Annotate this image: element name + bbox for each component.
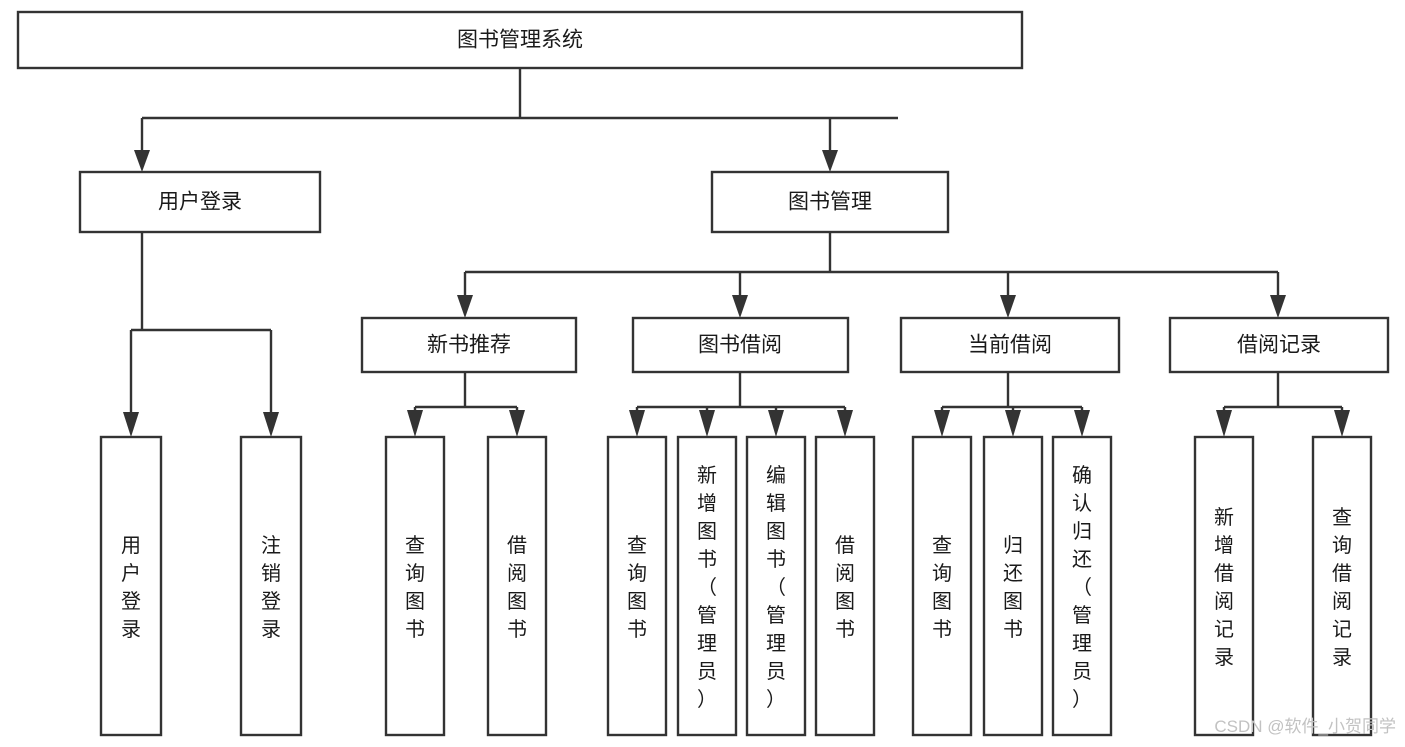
node-leaf-user-login-label: 用户登录	[121, 535, 141, 641]
node-leaf-confirm-return-label: 确认归还（管理员）	[1072, 464, 1092, 711]
arrowhead-leaf-return-book	[1005, 410, 1021, 437]
node-leaf-add-record-label: 新增借阅记录	[1214, 506, 1234, 669]
node-book-borrow[interactable]: 图书借阅	[631, 316, 850, 374]
node-borrow-record-label: 借阅记录	[1237, 334, 1321, 357]
node-leaf-confirm-return[interactable]: 确认归还（管理员）	[1051, 435, 1113, 737]
node-leaf-add-book[interactable]: 新增图书（管理员）	[676, 435, 738, 737]
node-book-borrow-label: 图书借阅	[698, 334, 782, 357]
node-leaf-user-login[interactable]: 用户登录	[99, 435, 163, 737]
node-new-book-rec[interactable]: 新书推荐	[360, 316, 578, 374]
node-book-manage-box[interactable]	[710, 170, 950, 234]
node-leaf-borrow-book-1[interactable]: 借阅图书	[486, 435, 548, 737]
node-leaf-query-book-2[interactable]: 查询图书	[606, 435, 668, 737]
node-leaf-return-book-box[interactable]	[982, 435, 1044, 737]
arrowhead-leaf-borrow-book-1	[509, 410, 525, 437]
arrowhead-new-book-rec	[457, 295, 473, 318]
node-leaf-query-book-3-label: 查询图书	[932, 534, 952, 641]
node-leaf-add-book-box[interactable]	[676, 435, 738, 737]
node-current-borrow-box[interactable]	[899, 316, 1121, 374]
node-leaf-edit-book-label: 编辑图书（管理员）	[766, 464, 786, 711]
arrowhead-leaf-user-login	[123, 412, 139, 437]
node-leaf-query-book-3-box[interactable]	[911, 435, 973, 737]
node-user-login[interactable]: 用户登录	[78, 170, 322, 234]
node-leaf-query-book-1-label: 查询图书	[405, 534, 425, 641]
arrowhead-current-borrow	[1000, 295, 1016, 318]
connector-layer	[123, 68, 1350, 437]
arrowhead-leaf-add-book	[699, 410, 715, 437]
node-leaf-borrow-book-1-box[interactable]	[486, 435, 548, 737]
node-leaf-borrow-book-2-box[interactable]	[814, 435, 876, 737]
arrowhead-book-borrow	[732, 295, 748, 318]
node-leaf-return-book[interactable]: 归还图书	[982, 435, 1044, 737]
node-leaf-edit-book[interactable]: 编辑图书（管理员）	[745, 435, 807, 737]
arrowhead-leaf-confirm-return	[1074, 410, 1090, 437]
arrowhead-leaf-query-book-3	[934, 410, 950, 437]
node-leaf-query-book-2-label: 查询图书	[627, 534, 647, 641]
node-book-manage-label: 图书管理	[788, 191, 872, 214]
node-leaf-query-book-2-box[interactable]	[606, 435, 668, 737]
node-leaf-logout-label: 注销登录	[261, 534, 281, 641]
csdn-watermark: CSDN @软件_小贺同学	[1214, 717, 1396, 736]
node-user-login-box[interactable]	[78, 170, 322, 234]
node-new-book-rec-box[interactable]	[360, 316, 578, 374]
node-current-borrow-label: 当前借阅	[968, 334, 1052, 357]
node-book-manage[interactable]: 图书管理	[710, 170, 950, 234]
node-leaf-query-record[interactable]: 查询借阅记录	[1311, 435, 1373, 737]
node-user-login-label: 用户登录	[158, 191, 242, 214]
node-leaf-return-book-label: 归还图书	[1003, 534, 1023, 641]
arrowhead-leaf-query-book-2	[629, 410, 645, 437]
arrowhead-book-manage	[822, 150, 838, 172]
node-leaf-confirm-return-box[interactable]	[1051, 435, 1113, 737]
node-new-book-rec-label: 新书推荐	[427, 334, 511, 357]
node-borrow-record-box[interactable]	[1168, 316, 1390, 374]
node-leaf-edit-book-box[interactable]	[745, 435, 807, 737]
node-leaf-query-book-1-box[interactable]	[384, 435, 446, 737]
node-current-borrow[interactable]: 当前借阅	[899, 316, 1121, 374]
arrowhead-user-login	[134, 150, 150, 172]
node-borrow-record[interactable]: 借阅记录	[1168, 316, 1390, 374]
node-leaf-query-record-label: 查询借阅记录	[1332, 506, 1352, 669]
node-book-borrow-box[interactable]	[631, 316, 850, 374]
node-leaf-query-record-box[interactable]	[1311, 435, 1373, 737]
node-root[interactable]: 图书管理系统	[16, 10, 1024, 70]
node-leaf-add-record[interactable]: 新增借阅记录	[1193, 435, 1255, 737]
node-leaf-logout-box[interactable]	[239, 435, 303, 737]
node-root-box[interactable]	[16, 10, 1024, 70]
arrowhead-leaf-edit-book	[768, 410, 784, 437]
node-leaf-borrow-book-2-label: 借阅图书	[835, 534, 855, 641]
arrowhead-borrow-record	[1270, 295, 1286, 318]
node-leaf-logout[interactable]: 注销登录	[239, 435, 303, 737]
arrowhead-leaf-logout	[263, 412, 279, 437]
node-root-label: 图书管理系统	[457, 29, 583, 52]
arrowhead-leaf-borrow-book-2	[837, 410, 853, 437]
node-leaf-add-record-box[interactable]	[1193, 435, 1255, 737]
node-leaf-query-book-3[interactable]: 查询图书	[911, 435, 973, 737]
node-leaf-query-book-1[interactable]: 查询图书	[384, 435, 446, 737]
node-leaf-borrow-book-2[interactable]: 借阅图书	[814, 435, 876, 737]
node-leaf-borrow-book-1-label: 借阅图书	[507, 534, 527, 641]
node-leaf-add-book-label: 新增图书（管理员）	[697, 464, 717, 711]
arrowhead-leaf-query-book-1	[407, 410, 423, 437]
arrowhead-leaf-query-record	[1334, 410, 1350, 437]
arrowhead-leaf-add-record	[1216, 410, 1232, 437]
node-leaf-user-login-box[interactable]	[99, 435, 163, 737]
